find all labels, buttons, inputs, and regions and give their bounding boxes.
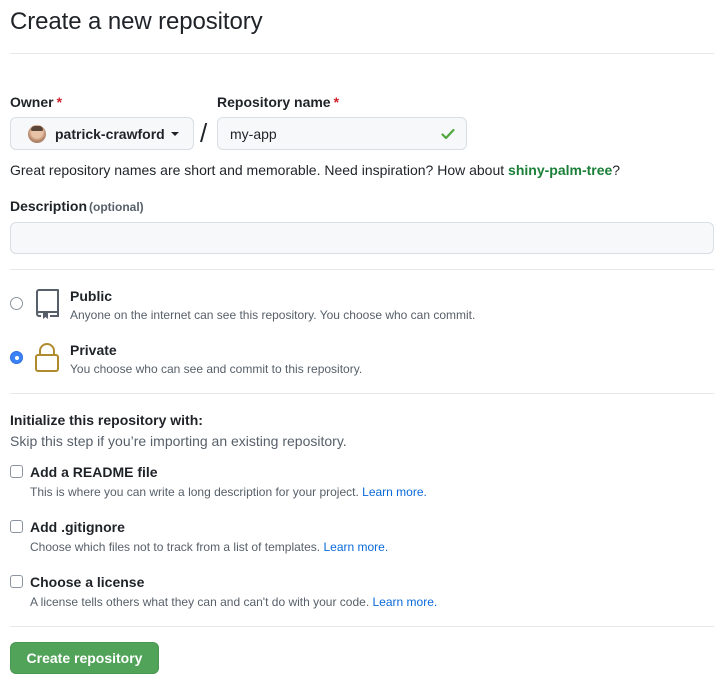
- owner-label-text: Owner: [10, 94, 54, 110]
- caret-down-icon: [170, 131, 179, 136]
- description-label: Description(optional): [10, 198, 144, 214]
- owner-name: patrick-crawford: [55, 125, 165, 142]
- required-mark: *: [56, 94, 63, 110]
- avatar: [28, 124, 46, 143]
- license-desc-text: A license tells others what they can and…: [30, 595, 373, 609]
- description-label-text: Description: [10, 198, 88, 214]
- check-icon: [441, 128, 455, 139]
- private-radio[interactable]: [10, 351, 23, 364]
- lock-icon: [35, 343, 59, 372]
- optional-tag: (optional): [89, 200, 144, 214]
- gitignore-title: Add .gitignore: [30, 519, 125, 535]
- divider: [10, 269, 714, 270]
- visibility-public[interactable]: Public Anyone on the internet can see th…: [10, 287, 475, 322]
- hint-suffix: ?: [612, 162, 621, 178]
- repo-name-label-text: Repository name: [217, 94, 331, 110]
- repo-book-icon: [36, 289, 59, 319]
- gitignore-checkbox[interactable]: [10, 520, 23, 533]
- license-description: A license tells others what they can and…: [30, 595, 437, 609]
- gitignore-description: Choose which files not to track from a l…: [30, 540, 388, 554]
- readme-desc-text: This is where you can write a long descr…: [30, 485, 363, 499]
- repo-name-input[interactable]: my-app: [217, 117, 467, 150]
- license-option[interactable]: Choose a license A license tells others …: [10, 573, 437, 609]
- init-subtitle: Skip this step if you’re importing an ex…: [10, 433, 347, 449]
- name-hint: Great repository names are short and mem…: [10, 162, 620, 178]
- description-input[interactable]: [10, 222, 714, 254]
- gitignore-learn-more-link[interactable]: Learn more.: [323, 540, 389, 554]
- gitignore-option[interactable]: Add .gitignore Choose which files not to…: [10, 518, 388, 554]
- name-suggestion-link[interactable]: shiny-palm-tree: [508, 162, 613, 178]
- private-description: You choose who can see and commit to thi…: [70, 362, 363, 376]
- readme-title: Add a README file: [30, 464, 158, 480]
- readme-learn-more-link[interactable]: Learn more.: [362, 485, 427, 499]
- license-learn-more-link[interactable]: Learn more.: [372, 595, 438, 609]
- divider: [10, 393, 714, 394]
- public-title: Public: [70, 288, 113, 304]
- divider: [10, 53, 714, 54]
- public-description: Anyone on the internet can see this repo…: [70, 308, 476, 322]
- repo-name-value[interactable]: my-app: [230, 125, 277, 142]
- init-title: Initialize this repository with:: [10, 412, 203, 428]
- owner-dropdown[interactable]: patrick-crawford: [10, 117, 194, 150]
- public-radio[interactable]: [10, 297, 23, 310]
- page-title: Create a new repository: [10, 8, 263, 35]
- readme-description: This is where you can write a long descr…: [30, 485, 427, 499]
- hint-text: Great repository names are short and mem…: [10, 162, 509, 178]
- owner-repo-separator: /: [200, 118, 208, 148]
- create-repository-button[interactable]: Create repository: [10, 642, 159, 674]
- readme-option[interactable]: Add a README file This is where you can …: [10, 463, 427, 499]
- private-title: Private: [70, 342, 117, 358]
- license-checkbox[interactable]: [10, 575, 23, 588]
- repo-name-label: Repository name*: [217, 94, 339, 110]
- readme-checkbox[interactable]: [10, 465, 23, 478]
- gitignore-desc-text: Choose which files not to track from a l…: [30, 540, 324, 554]
- license-title: Choose a license: [30, 574, 145, 590]
- visibility-private[interactable]: Private You choose who can see and commi…: [10, 341, 362, 376]
- owner-label: Owner*: [10, 94, 62, 110]
- required-mark: *: [333, 94, 340, 110]
- divider: [10, 626, 714, 627]
